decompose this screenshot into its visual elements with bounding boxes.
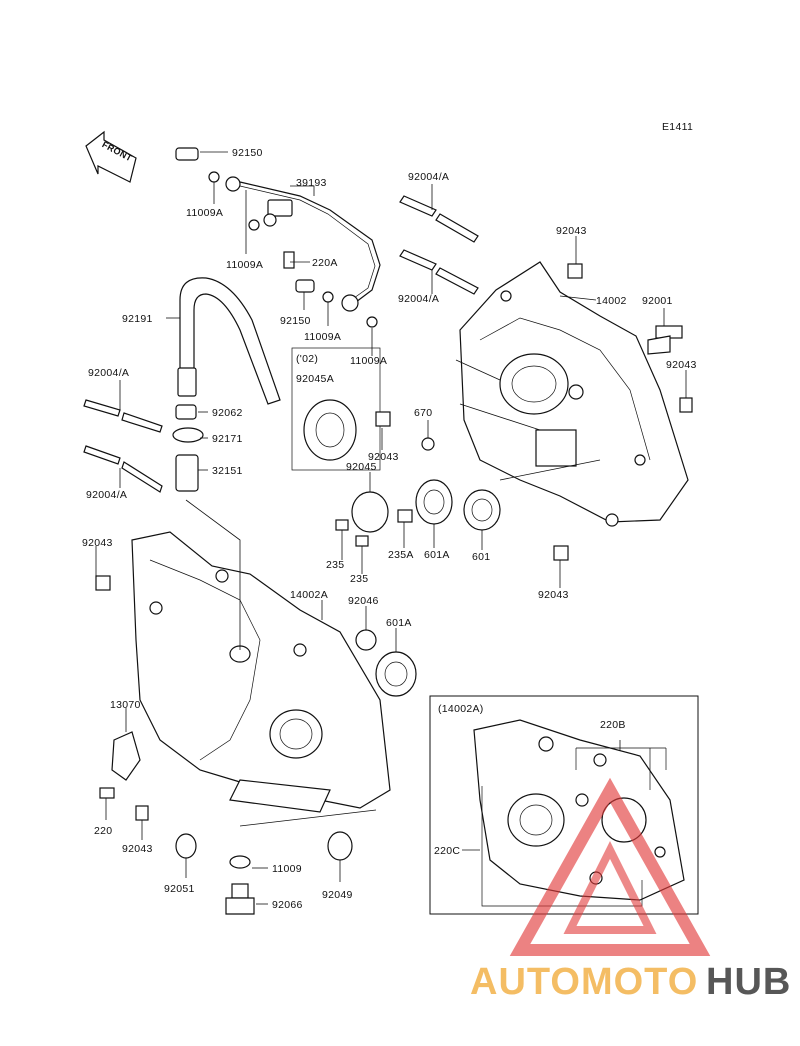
seal-92049 [327, 831, 353, 861]
label-11009: 11009 [272, 863, 302, 875]
dowel-pin-left [95, 575, 111, 591]
label-92001: 92001 [642, 295, 673, 307]
label-92004-A: 92004/A [408, 171, 449, 183]
label-11009A: 11009A [350, 355, 387, 367]
label-92150: 92150 [232, 147, 263, 159]
label-92191: 92191 [122, 313, 153, 325]
label-92043: 92043 [122, 843, 153, 855]
breather-hose [172, 277, 281, 492]
label-92045A: 92045A [296, 373, 334, 385]
crankcase-left-half [131, 531, 391, 813]
label-39193: 39193 [296, 177, 327, 189]
label-220A: 220A [312, 257, 338, 269]
diagram-code: E1411 [662, 121, 693, 133]
label-601: 601 [472, 551, 490, 563]
label-11009A: 11009A [226, 259, 263, 271]
svg-text:(14002A): (14002A) [438, 703, 484, 715]
label-92045: 92045 [346, 461, 377, 473]
label-601A: 601A [386, 617, 412, 629]
label-92171: 92171 [212, 433, 243, 445]
label-92051: 92051 [164, 883, 195, 895]
label-92004-A: 92004/A [398, 293, 439, 305]
stud-bolts-right [399, 195, 479, 295]
label-92043: 92043 [556, 225, 587, 237]
bearing-601 [463, 489, 501, 531]
label-92062: 92062 [212, 407, 243, 419]
part-labels: 92150 11009A 39193 11009A 220A 92150 110… [82, 147, 697, 911]
label-92004-A: 92004/A [88, 367, 129, 379]
dowel-pin [567, 263, 583, 279]
label-92066: 92066 [272, 899, 303, 911]
bearing-601A-top [415, 479, 453, 525]
label-235A: 235A [388, 549, 414, 561]
label-670: 670 [414, 407, 432, 419]
plate-13070 [111, 731, 141, 781]
o-ring-670 [421, 437, 435, 451]
label-92043: 92043 [368, 451, 399, 463]
label-11009A: 11009A [186, 207, 223, 219]
label-11009A: 11009A [304, 331, 341, 343]
oil-pipe-assembly [175, 147, 381, 328]
screw-235 [335, 519, 349, 531]
svg-text:AUTOMOTO: AUTOMOTO [470, 961, 698, 1003]
label-92150: 92150 [280, 315, 311, 327]
label-220B: 220B [600, 719, 626, 731]
pressure-switch [647, 325, 683, 355]
screw-235b [355, 535, 369, 547]
label-32151: 32151 [212, 465, 243, 477]
label-14002: 14002 [596, 295, 627, 307]
plug-235A [397, 509, 413, 523]
label-235: 235 [326, 559, 344, 571]
stud-bolts-left [83, 399, 163, 493]
bearing-92046 [355, 629, 377, 651]
leader-lines [95, 151, 687, 905]
label-92004-A: 92004/A [86, 489, 127, 501]
bearing-601A-left [375, 651, 417, 697]
bearing-92045A-box [291, 347, 381, 471]
label-13070: 13070 [110, 699, 141, 711]
label-601A: 601A [424, 549, 450, 561]
label-235: 235 [350, 573, 368, 585]
seal-92045 [351, 491, 389, 533]
label-220C: 220C [434, 845, 460, 857]
washer-11009 [229, 855, 251, 869]
label-220: 220 [94, 825, 112, 837]
drain-plug-92066 [225, 883, 255, 915]
label-92046: 92046 [348, 595, 379, 607]
label-92043: 92043 [666, 359, 697, 371]
front-arrow-icon: FRONT [85, 130, 137, 183]
dowel-pin-2 [679, 397, 693, 413]
bolt-220 [99, 787, 115, 799]
watermark-logo: AUTOMOTO HUB [470, 777, 791, 1003]
dowel-pin-3 [553, 545, 569, 561]
label-92043: 92043 [82, 537, 113, 549]
dowel-pin-4 [375, 411, 391, 427]
crankcase-right-half [459, 261, 689, 527]
dowel-pin-lower [135, 805, 149, 821]
label-92043: 92043 [538, 589, 569, 601]
label-92049: 92049 [322, 889, 353, 901]
note-02: ('02) [296, 353, 318, 365]
label-14002A: 14002A [290, 589, 328, 601]
svg-text:HUB: HUB [706, 961, 791, 1003]
seal-92051 [175, 833, 197, 859]
